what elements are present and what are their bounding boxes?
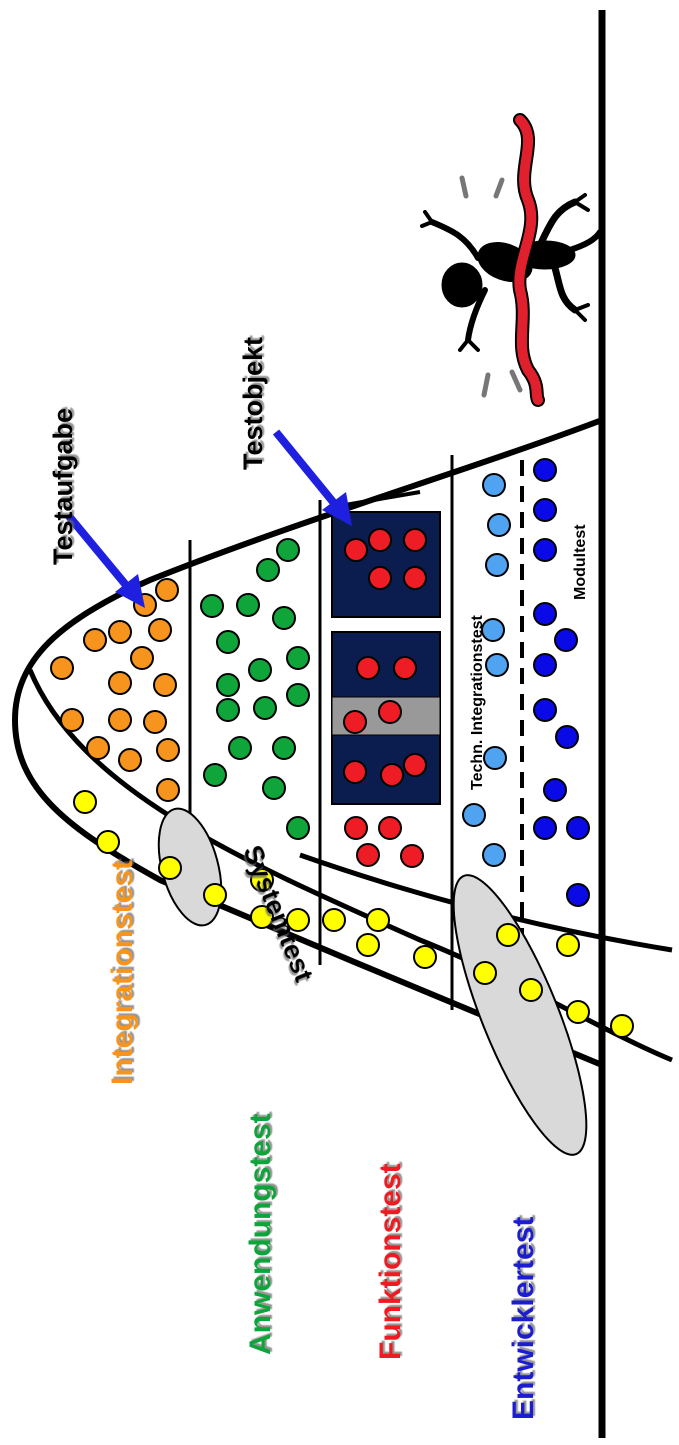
integrationstest-dots — [50, 578, 180, 802]
worm-icon — [512, 113, 545, 407]
label-integrationstest: Integrationstest — [106, 860, 139, 1085]
techn-integrationstest-dots — [462, 473, 511, 867]
testaufgabe-arrow — [64, 512, 145, 608]
modultest-dots — [533, 458, 590, 907]
motion-marks — [459, 175, 523, 398]
label-anwendungstest: Anwendungstest — [244, 1113, 277, 1355]
testobjekt-arrow — [272, 429, 352, 526]
label-funktionstest: Funktionstest — [374, 1163, 407, 1360]
testobjekt-top-line — [344, 490, 421, 507]
label-testobjekt: Testobjekt — [238, 337, 268, 470]
bug-icon — [420, 193, 603, 352]
label-techn-integrationstest: Techn. Integrationstest — [469, 614, 486, 790]
label-testaufgabe: Testaufgabe — [48, 408, 78, 565]
system-test-ellipse-2 — [452, 874, 588, 1156]
anwendungstest-dots — [200, 538, 310, 840]
testobjekt-box-1 — [331, 511, 441, 618]
funktionstest-dots — [343, 528, 427, 868]
label-entwicklertest: Entwicklertest — [507, 1217, 540, 1420]
systemtest-yellow-dots — [73, 790, 634, 1038]
label-modultest: Modultest — [572, 524, 589, 600]
